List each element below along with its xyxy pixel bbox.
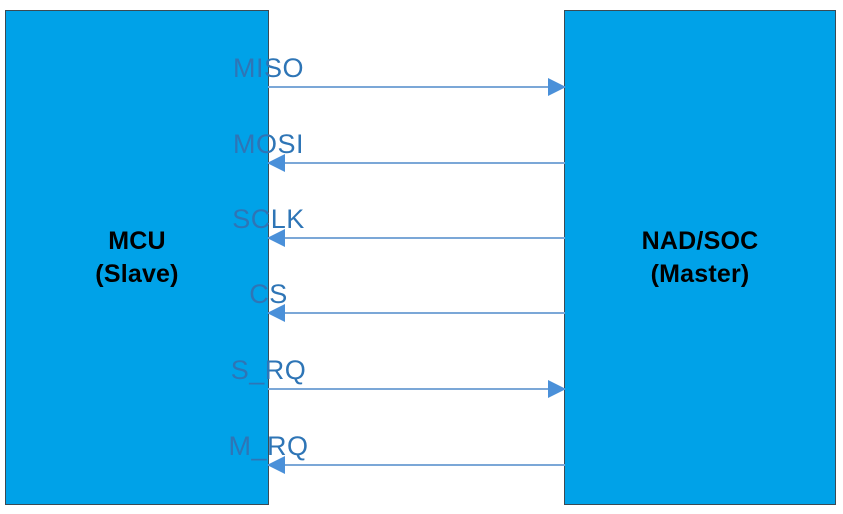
signal-sclk-label: SCLK [232, 204, 305, 234]
arrow-right-icon [548, 380, 566, 398]
node-nad-soc[interactable]: NAD/SOC (Master) [564, 10, 836, 505]
arrow-left-icon [267, 304, 285, 322]
node-mcu-role: (Slave) [95, 259, 179, 288]
signal-miso-line [268, 86, 565, 88]
signal-sclk-line [268, 237, 565, 239]
arrow-left-icon [267, 229, 285, 247]
signal-m-rq-line [268, 464, 565, 466]
node-nad-soc-name: NAD/SOC [641, 226, 759, 255]
signal-miso-label: MISO [232, 53, 304, 83]
signal-m-rq-label: M_RQ [228, 431, 309, 461]
node-mcu-name: MCU [108, 226, 166, 255]
signal-s-rq-line [268, 388, 565, 390]
arrow-left-icon [267, 456, 285, 474]
signal-cs-label: CS [249, 279, 288, 309]
signal-s-rq-label: S_RQ [230, 355, 307, 385]
signal-mosi-line [268, 162, 565, 164]
arrow-left-icon [267, 154, 285, 172]
node-mcu[interactable]: MCU (Slave) [5, 10, 269, 505]
signal-mosi-label: MOSI [232, 129, 304, 159]
arrow-right-icon [548, 78, 566, 96]
signal-cs-line [268, 312, 565, 314]
node-nad-soc-role: (Master) [650, 259, 750, 288]
